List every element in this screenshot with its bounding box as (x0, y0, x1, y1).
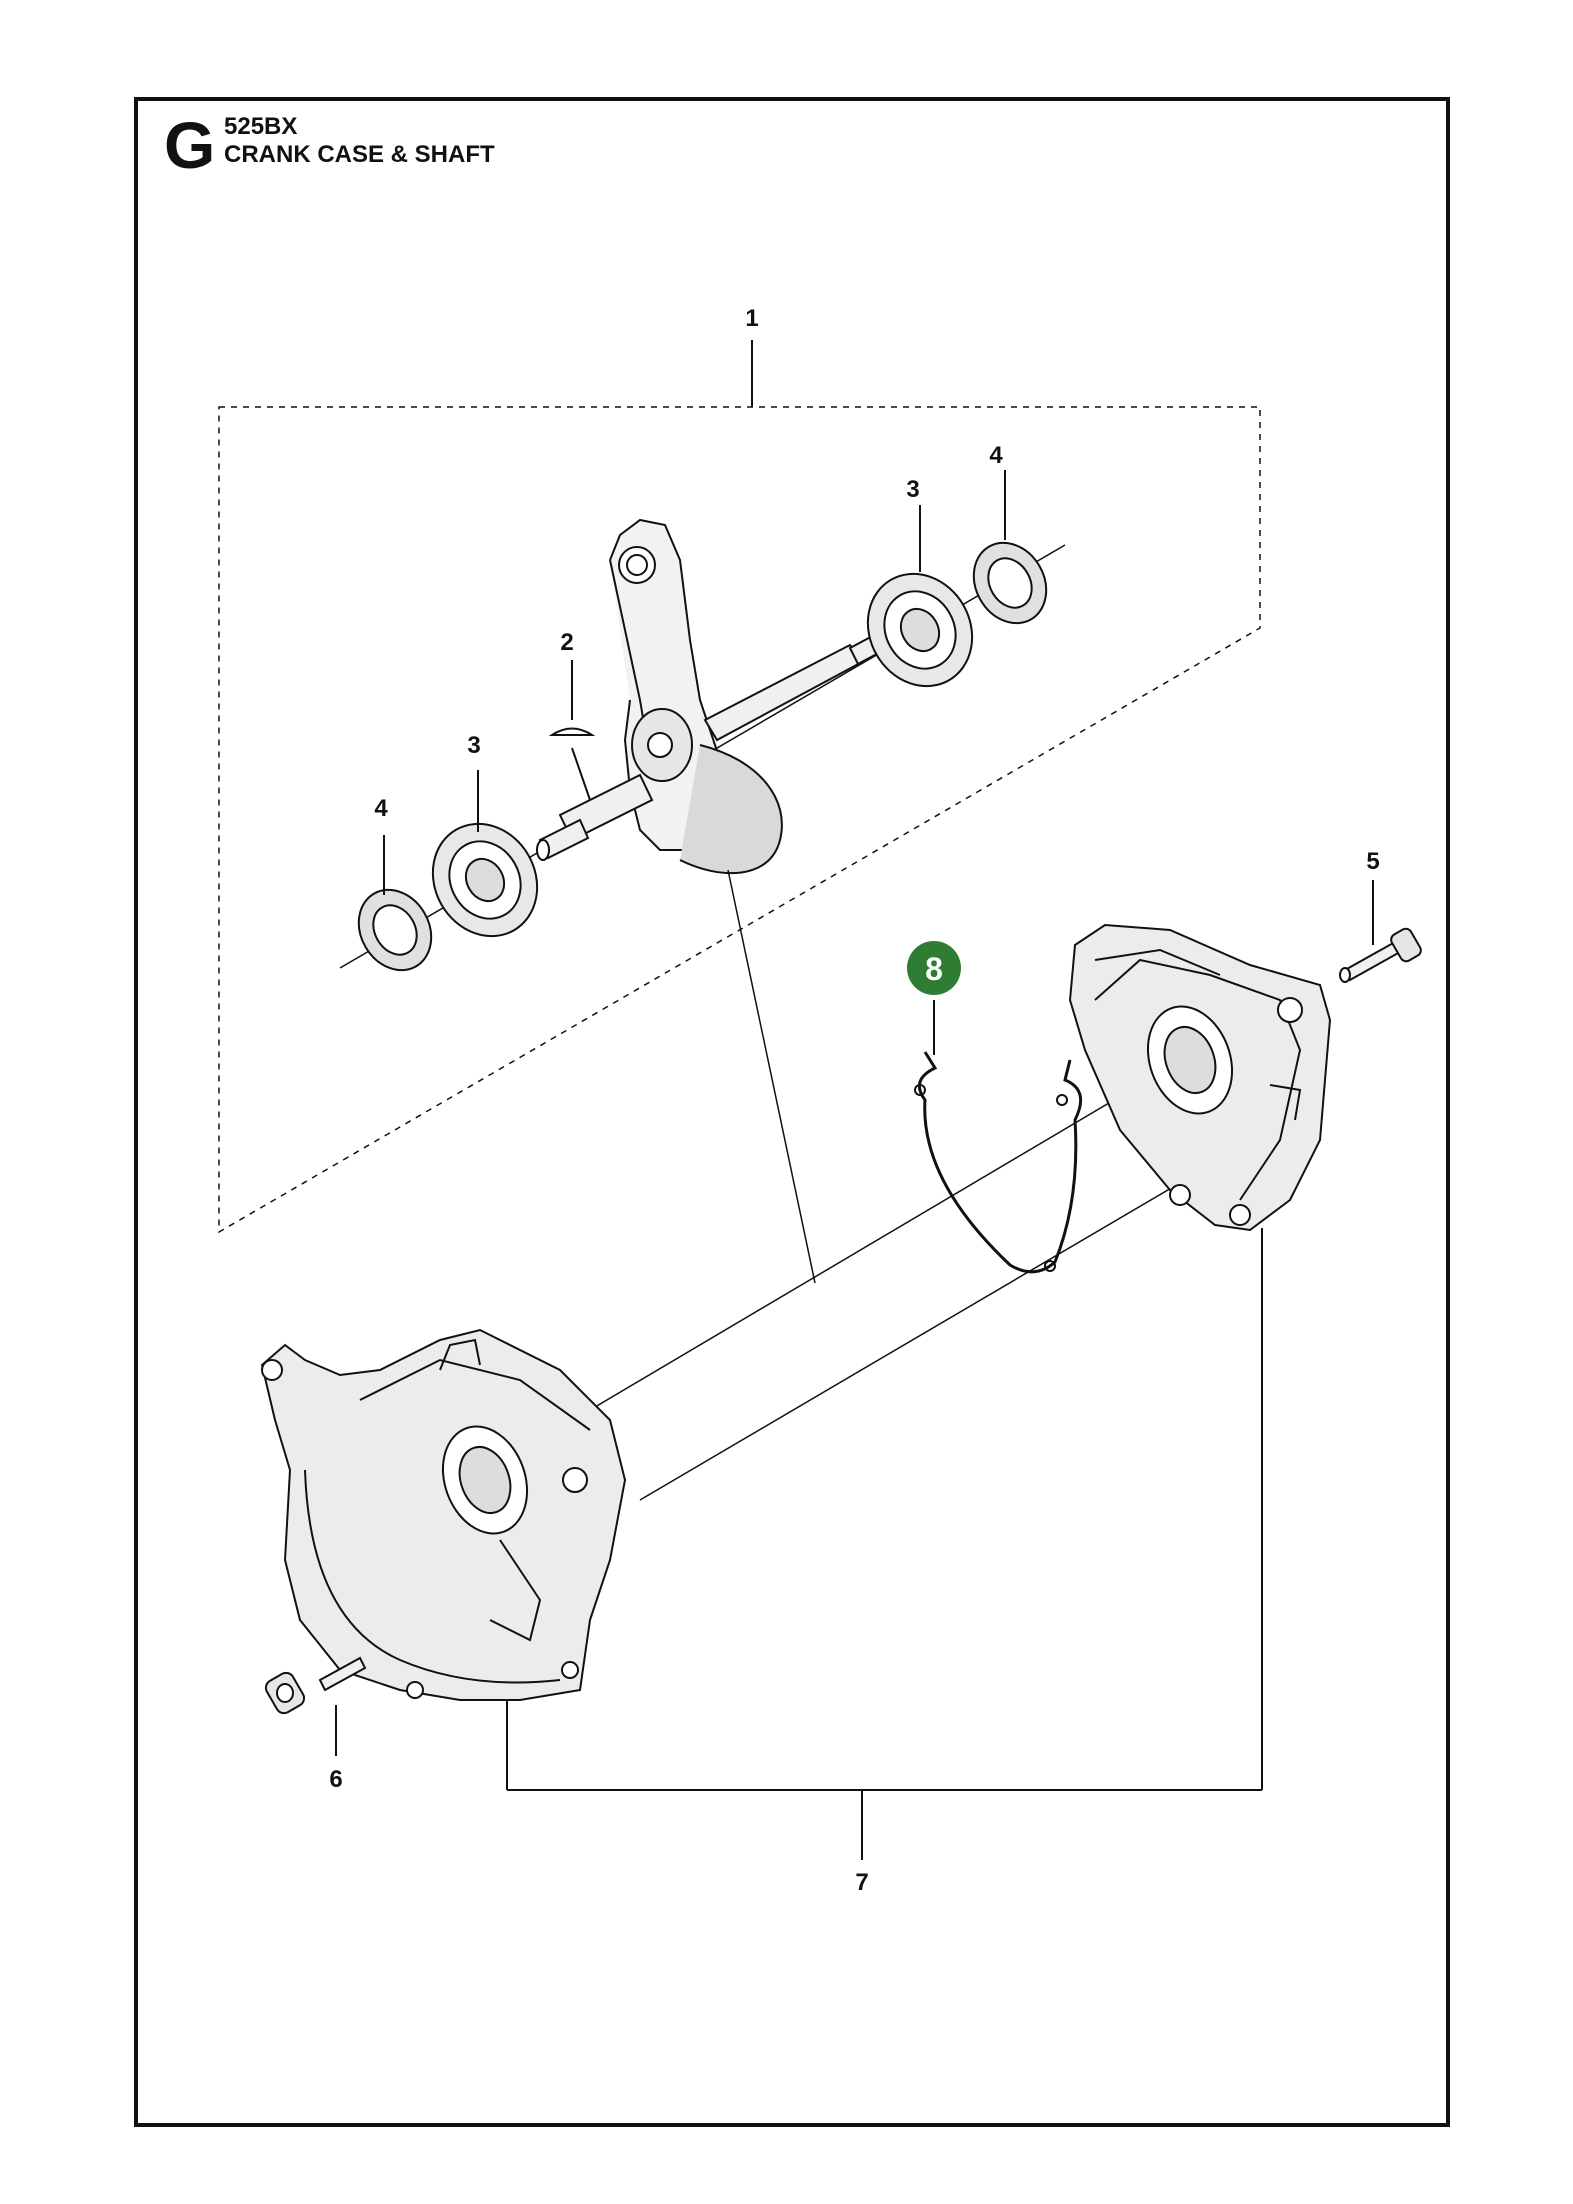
callout-1[interactable]: 1 (745, 305, 758, 332)
seal-right-part (972, 541, 1048, 625)
woodruff-key-part (548, 727, 596, 736)
model-name: 525BX (224, 113, 298, 140)
crankcase-right-part (1068, 923, 1332, 1232)
assembly-box (218, 406, 1261, 1234)
bearing-left-part (431, 822, 539, 938)
screw-6-part (264, 1656, 367, 1715)
callout-8[interactable]: 8 (925, 951, 943, 987)
callout-4-right[interactable]: 4 (989, 442, 1003, 469)
screw-5-part (1339, 927, 1422, 983)
callout-8-badge[interactable] (907, 941, 961, 995)
crankshaft-part (536, 518, 905, 875)
diagram-title: CRANK CASE & SHAFT (224, 141, 495, 168)
bearing-right-part (866, 572, 974, 688)
callout-3-right[interactable]: 3 (906, 476, 919, 503)
callout-2[interactable]: 2 (560, 629, 573, 656)
callout-7[interactable]: 7 (855, 1869, 868, 1896)
guide-line-lower (639, 1129, 1271, 1501)
callout-6[interactable]: 6 (329, 1766, 342, 1793)
seal-left-part (357, 888, 433, 972)
leader-2b (571, 747, 591, 801)
section-letter: G (164, 108, 216, 182)
crankcase-left-part (260, 1328, 627, 1701)
callout-4-left[interactable]: 4 (374, 795, 388, 822)
guide-line-crank (727, 869, 816, 1284)
callout-3-left[interactable]: 3 (467, 732, 480, 759)
callout-5[interactable]: 5 (1366, 848, 1379, 875)
gasket-part (917, 1051, 1083, 1274)
diagram-frame (134, 97, 1450, 2127)
